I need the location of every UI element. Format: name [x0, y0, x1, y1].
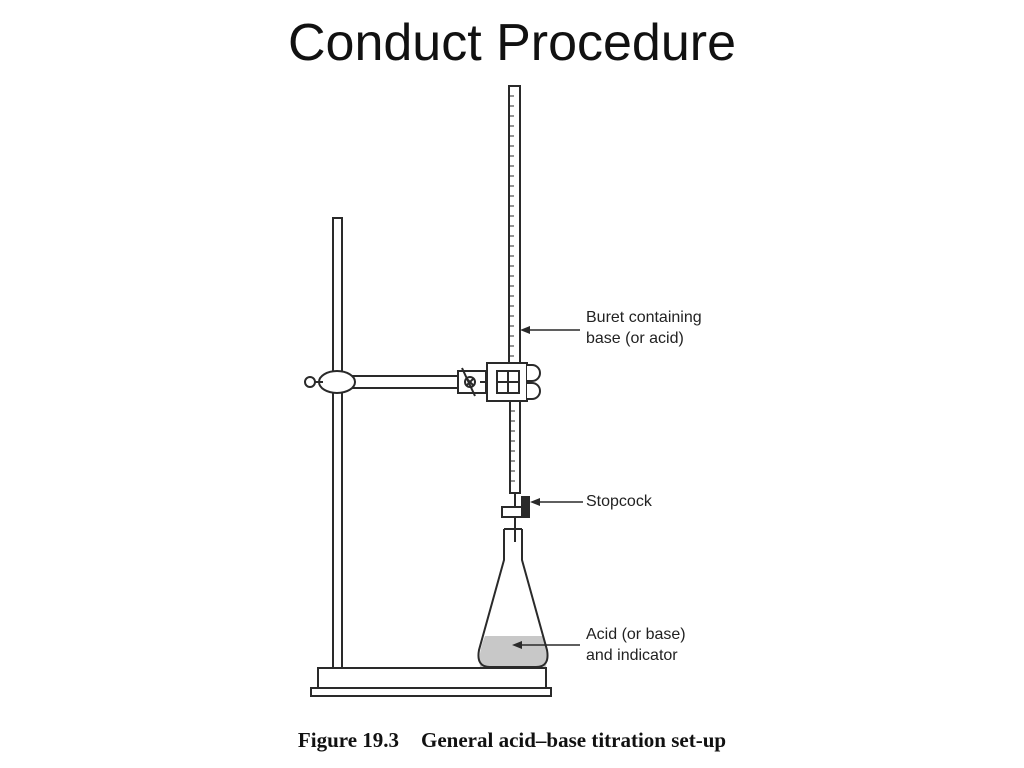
slide-title: Conduct Procedure [287, 14, 737, 72]
label-buret-line2: base (or acid) [586, 330, 684, 347]
pointer-arrows [519, 329, 583, 646]
buret [508, 85, 521, 506]
stand-base [310, 667, 552, 697]
clamp-arm [304, 367, 487, 397]
label-buret: Buret containing base (or acid) [586, 307, 702, 349]
label-flask-contents: Acid (or base) and indicator [586, 624, 686, 666]
erlenmeyer-flask [477, 529, 549, 668]
buret-graduations [509, 95, 515, 482]
label-flask-line2: and indicator [586, 647, 678, 664]
figure-caption: Figure 19.3 General acid–base titration s… [0, 728, 1024, 753]
label-buret-line1: Buret containing [586, 309, 702, 326]
figure-number: Figure 19.3 [297, 728, 400, 752]
label-stopcock: Stopcock [586, 493, 652, 510]
stand-rod [332, 217, 343, 669]
flask-liquid [479, 636, 547, 667]
buret-clamp [480, 362, 541, 402]
label-flask-line1: Acid (or base) [586, 626, 686, 643]
figure-title: General acid–base titration set-up [421, 728, 727, 752]
